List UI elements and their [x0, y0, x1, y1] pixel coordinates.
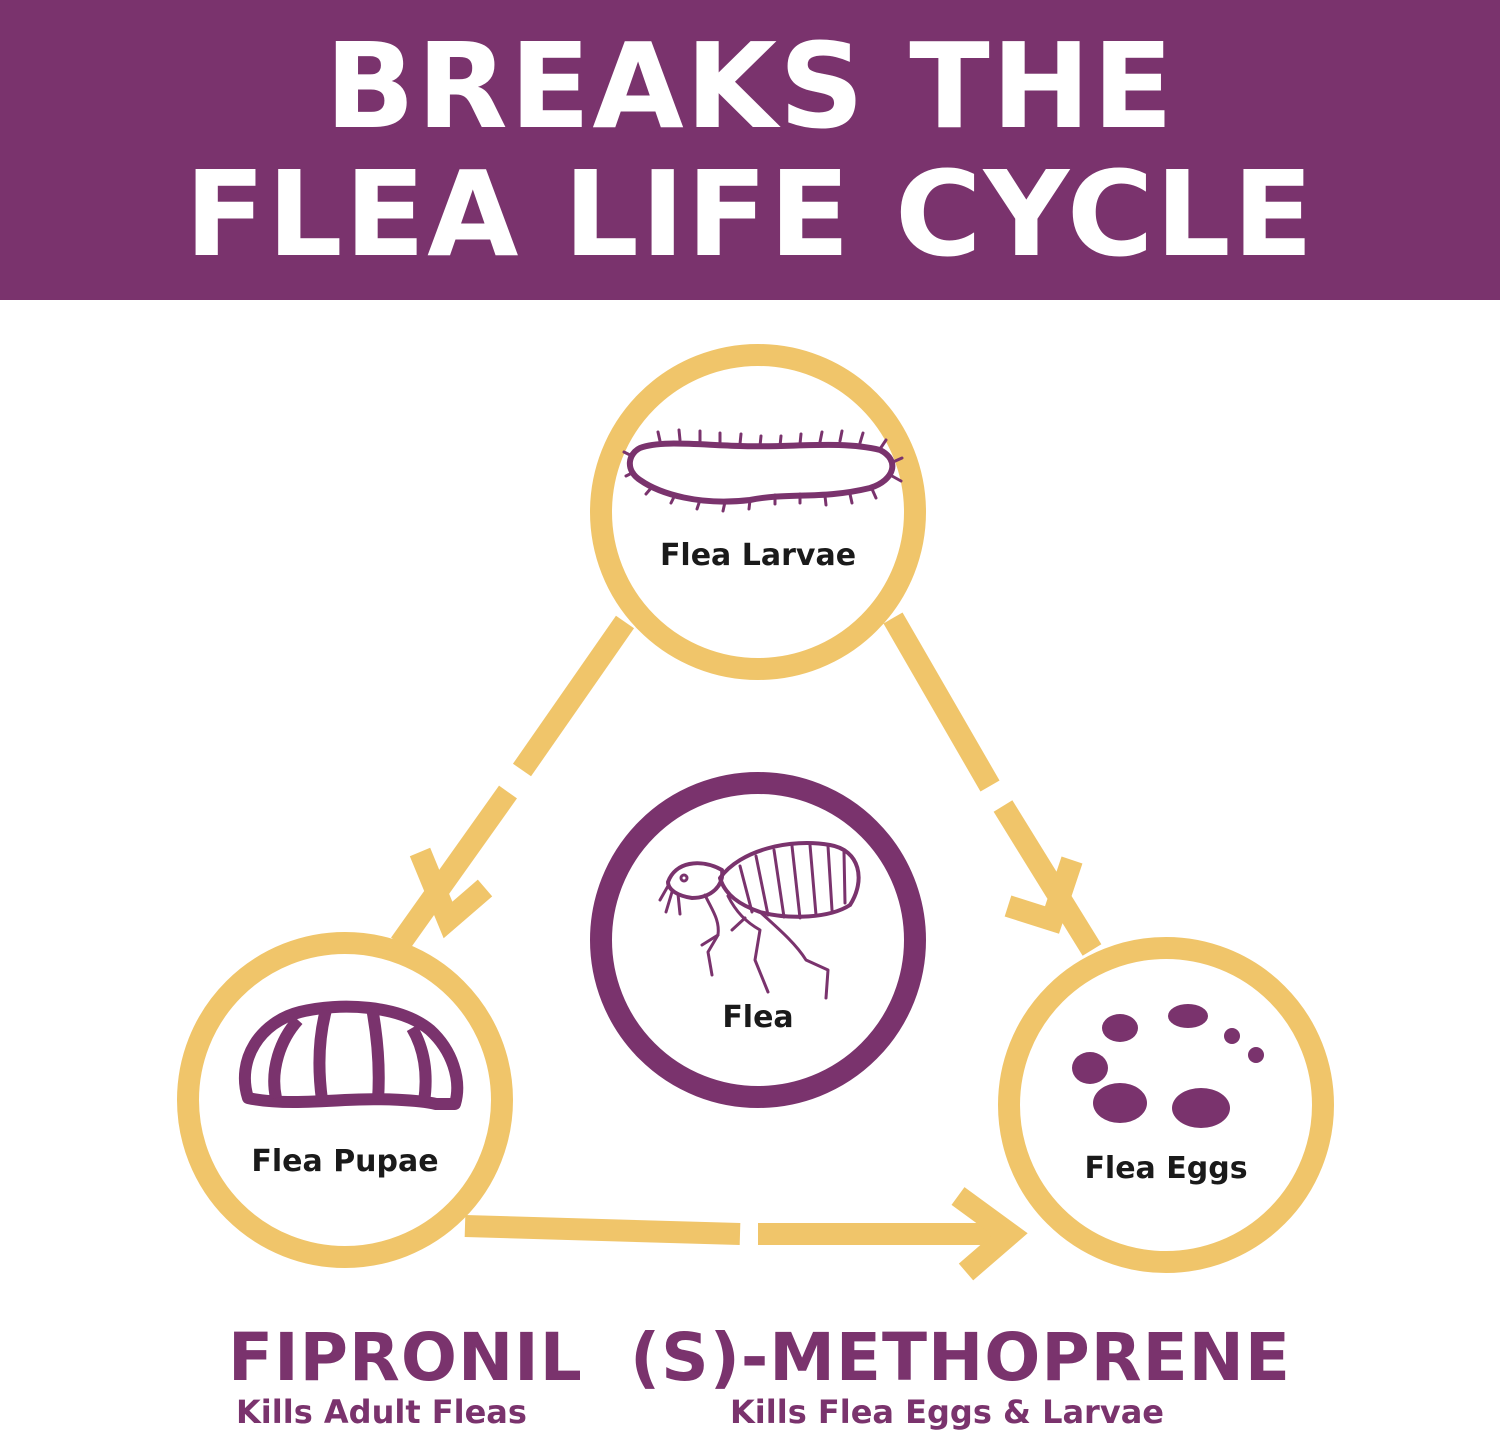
pupa-icon	[238, 1000, 464, 1110]
eggs-circle	[998, 937, 1334, 1273]
arrow-segment-larvae-pupae-1	[512, 615, 635, 777]
larva-icon	[622, 428, 904, 513]
larvae-circle	[590, 344, 926, 680]
title-line-1: BREAKS THE	[324, 17, 1176, 155]
methoprene-block: (S)-METHOPRENE Kills Flea Eggs & Larvae	[630, 1319, 1291, 1431]
arrowhead-to-eggs	[1004, 856, 1083, 934]
arrow-segment-pupae-eggs-1	[464, 1215, 741, 1245]
title-line-2: FLEA LIFE CYCLE	[184, 145, 1316, 283]
title-banner: BREAKS THE FLEA LIFE CYCLE	[0, 0, 1500, 300]
arrow-segment-larvae-eggs-1	[883, 612, 1000, 792]
fipronil-description: Kills Adult Fleas	[236, 1393, 527, 1431]
eggs-icon	[1072, 1004, 1264, 1128]
methoprene-name: (S)-METHOPRENE	[630, 1319, 1291, 1396]
arrow-segment-larvae-pupae-2	[391, 785, 517, 951]
eggs-label: Flea Eggs	[1084, 1151, 1248, 1186]
flea-label: Flea	[722, 1000, 794, 1035]
cycle-arrows	[391, 612, 1102, 1281]
larvae-label: Flea Larvae	[659, 538, 857, 573]
pupae-label: Flea Pupae	[251, 1144, 439, 1179]
arrow-segment-larvae-eggs-2	[993, 800, 1102, 956]
arrowhead-to-eggs-bottom	[951, 1187, 1028, 1281]
fipronil-name: FIPRONIL	[228, 1319, 583, 1396]
arrowhead-to-pupae	[409, 847, 493, 939]
flea-icon	[658, 841, 861, 1000]
methoprene-description: Kills Flea Eggs & Larvae	[730, 1393, 1164, 1431]
fipronil-block: FIPRONIL Kills Adult Fleas	[228, 1319, 583, 1431]
